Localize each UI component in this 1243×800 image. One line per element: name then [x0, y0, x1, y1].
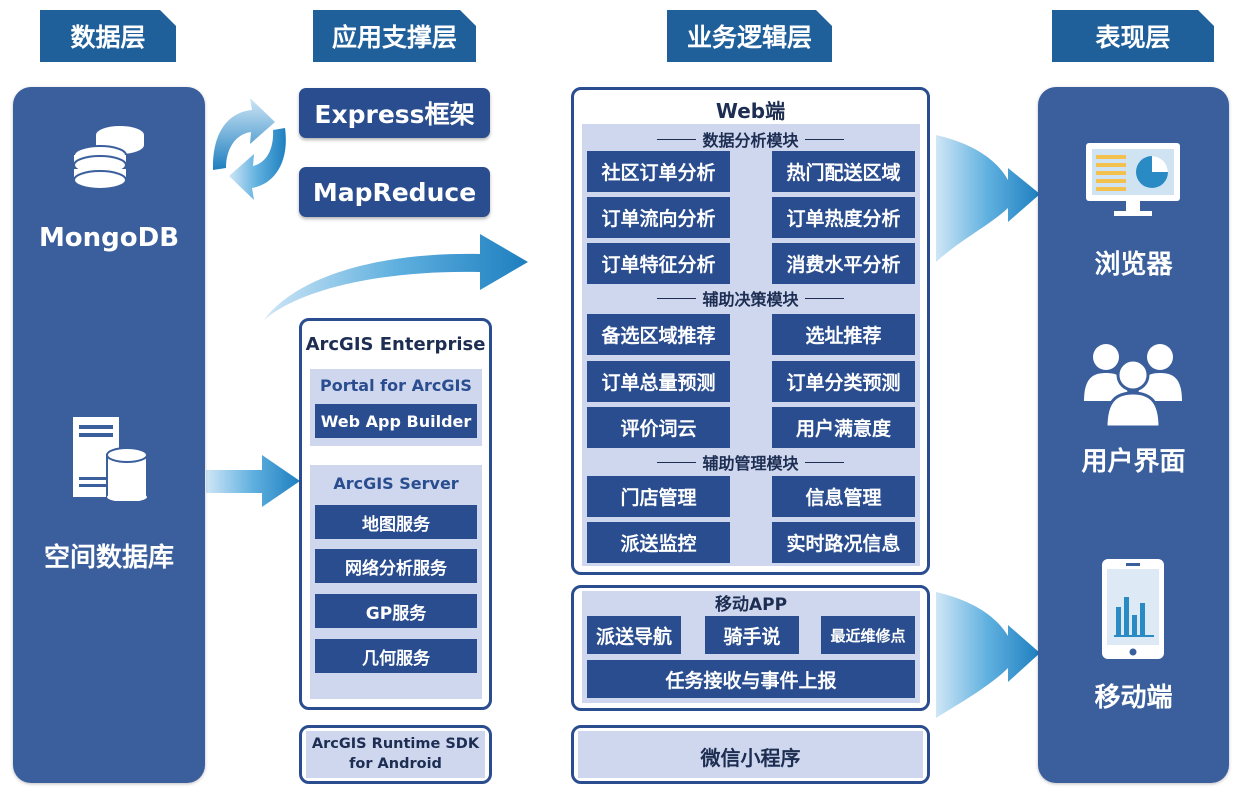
- server-database-icon: [73, 417, 148, 501]
- cycle-arrow-top: [212, 98, 275, 170]
- header-data-layer: 数据层: [40, 10, 176, 62]
- web-item: 订单特征分析: [587, 243, 730, 284]
- mobile-item-wide: 任务接收与事件上报: [587, 660, 915, 698]
- web-item: 门店管理: [587, 476, 730, 517]
- arcgis-enterprise-title: ArcGIS Enterprise: [305, 334, 486, 355]
- curved-arrow-to-business: [264, 234, 528, 320]
- arrow-web-to-browser: [936, 135, 1040, 262]
- web-item: 选址推荐: [772, 314, 915, 355]
- mobile-item: 派送导航: [587, 616, 681, 654]
- web-item: 消费水平分析: [772, 243, 915, 284]
- mapreduce-box: MapReduce: [299, 167, 490, 217]
- geometry-service-box: 几何服务: [315, 639, 477, 673]
- cycle-arrow-bottom: [229, 128, 286, 200]
- mobile-phone-icon: [1102, 559, 1164, 659]
- web-item: 订单总量预测: [587, 361, 730, 402]
- data-layer-panel: MongoDB 空间数据库: [13, 87, 205, 783]
- mongodb-label: MongoDB: [38, 223, 180, 253]
- express-box: Express框架: [299, 88, 490, 138]
- web-item: 评价词云: [587, 407, 730, 448]
- web-item: 信息管理: [772, 476, 915, 517]
- web-item: 热门配送区域: [772, 151, 915, 192]
- web-app-builder-box: Web App Builder: [315, 404, 477, 438]
- wechat-label: 微信小程序: [700, 746, 801, 770]
- module-title-decision-support: 辅助决策模块: [585, 286, 916, 310]
- mobile-terminal-label: 移动端: [1094, 683, 1173, 713]
- web-item: 实时路况信息: [772, 522, 915, 563]
- wechat-bg: [578, 731, 923, 778]
- header-app-support-layer: 应用支撑层: [313, 10, 476, 62]
- web-item: 订单热度分析: [772, 197, 915, 238]
- users-icon: [1084, 344, 1182, 427]
- runtime-sdk-label: ArcGIS Runtime SDK for Android: [311, 736, 480, 772]
- web-item: 订单流向分析: [587, 197, 730, 238]
- arrow-spatial-to-arcgis: [206, 455, 300, 507]
- web-item: 社区订单分析: [587, 151, 730, 192]
- arcgis-server-title: ArcGIS Server: [333, 474, 459, 493]
- presentation-layer-panel: 浏览器 用户界面 移动端: [1038, 87, 1229, 783]
- network-analysis-service-box: 网络分析服务: [315, 549, 477, 583]
- runtime-sdk-bg: [306, 731, 485, 778]
- map-service-box: 地图服务: [315, 505, 477, 539]
- web-title: Web端: [715, 99, 786, 123]
- mobile-item: 骑手说: [705, 616, 799, 654]
- spatial-db-label: 空间数据库: [43, 543, 174, 573]
- monitor-icon: [1086, 143, 1180, 216]
- portal-title: Portal for ArcGIS: [320, 376, 472, 395]
- header-business-logic-layer: 业务逻辑层: [667, 10, 832, 62]
- user-interface-label: 用户界面: [1081, 447, 1186, 477]
- browser-label: 浏览器: [1094, 250, 1173, 280]
- web-item: 派送监控: [587, 522, 730, 563]
- header-presentation-layer: 表现层: [1052, 10, 1214, 62]
- web-item: 订单分类预测: [772, 361, 915, 402]
- mobile-item: 最近维修点: [821, 616, 915, 654]
- gp-service-box: GP服务: [315, 594, 477, 628]
- arrow-app-to-mobile: [936, 592, 1040, 718]
- web-item: 备选区域推荐: [587, 314, 730, 355]
- database-icon: [73, 126, 144, 190]
- web-item: 用户满意度: [772, 407, 915, 448]
- mobile-app-title: 移动APP: [714, 595, 788, 615]
- module-title-data-analysis: 数据分析模块: [585, 127, 916, 151]
- module-title-management-support: 辅助管理模块: [585, 450, 916, 474]
